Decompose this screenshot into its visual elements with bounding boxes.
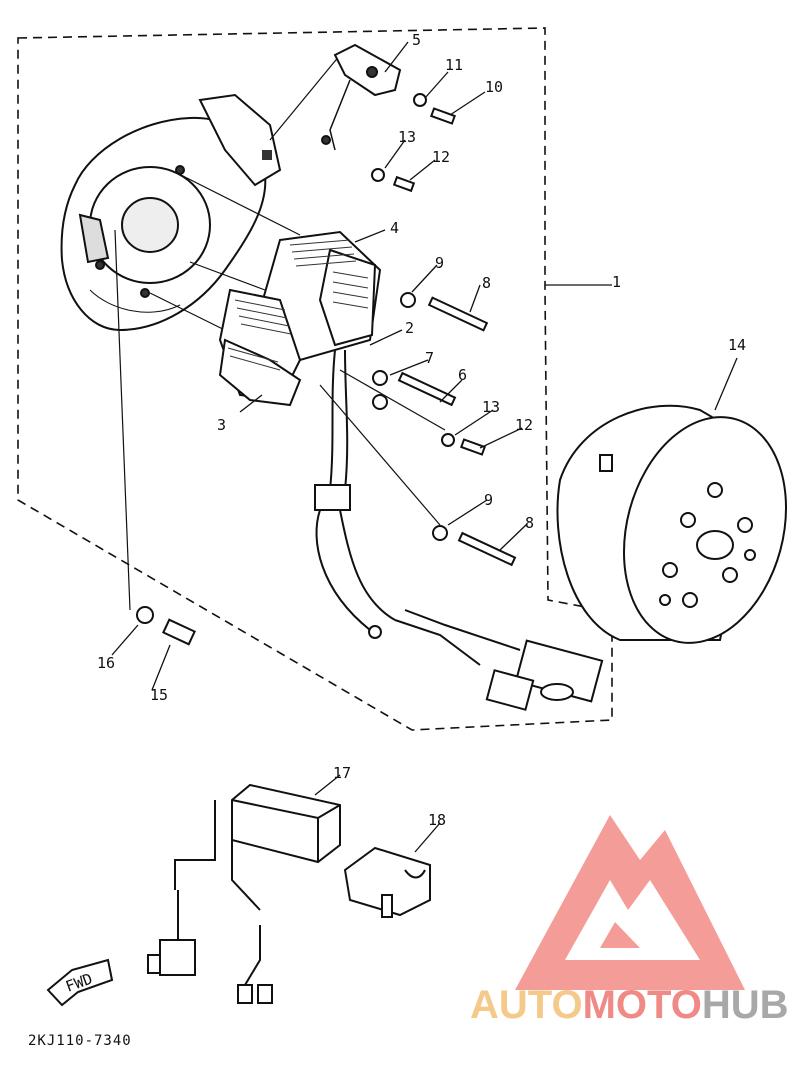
part-label-2: 2	[405, 319, 414, 337]
assembly-boundary	[17, 27, 613, 731]
fwd-arrow	[46, 958, 114, 1007]
base-plate	[60, 93, 282, 332]
label-leaders	[111, 41, 738, 853]
part-label-17: 17	[333, 764, 351, 782]
part-label-12: 12	[515, 416, 533, 434]
part-label-11: 11	[445, 56, 463, 74]
part-label-13: 13	[398, 128, 416, 146]
part-label-7: 7	[425, 349, 434, 367]
watermark-moto: MOTO	[583, 983, 702, 1027]
watermark-auto: AUTO	[470, 983, 583, 1027]
part-label-15: 15	[150, 686, 168, 704]
part-label-3: 3	[217, 416, 226, 434]
rectifier-unit	[147, 783, 341, 1004]
part-label-4: 4	[390, 219, 399, 237]
part-label-8: 8	[525, 514, 534, 532]
watermark-hub: HUB	[702, 983, 789, 1027]
part-label-1: 1	[612, 273, 621, 291]
part-label-13: 13	[482, 398, 500, 416]
part-label-9: 9	[484, 491, 493, 509]
pickup-bracket	[321, 43, 402, 151]
watermark-text: AUTOMOTOHUB	[470, 983, 789, 1027]
part-label-10: 10	[485, 78, 503, 96]
part-label-6: 6	[458, 366, 467, 384]
watermark-logo	[515, 815, 745, 990]
rubber-cover	[343, 846, 431, 918]
diagram-code: 2KJ110-7340	[28, 1033, 132, 1049]
flywheel-rotor	[556, 404, 788, 644]
part-label-16: 16	[97, 654, 115, 672]
part-label-14: 14	[728, 336, 746, 354]
part-label-12: 12	[432, 148, 450, 166]
part-label-9: 9	[435, 254, 444, 272]
stator-coils	[218, 230, 382, 407]
part-label-5: 5	[412, 31, 421, 49]
part-label-8: 8	[482, 274, 491, 292]
assembly-leader-lines	[114, 54, 446, 611]
wire-harness	[314, 349, 604, 711]
part-label-18: 18	[428, 811, 446, 829]
fasteners	[136, 93, 517, 646]
